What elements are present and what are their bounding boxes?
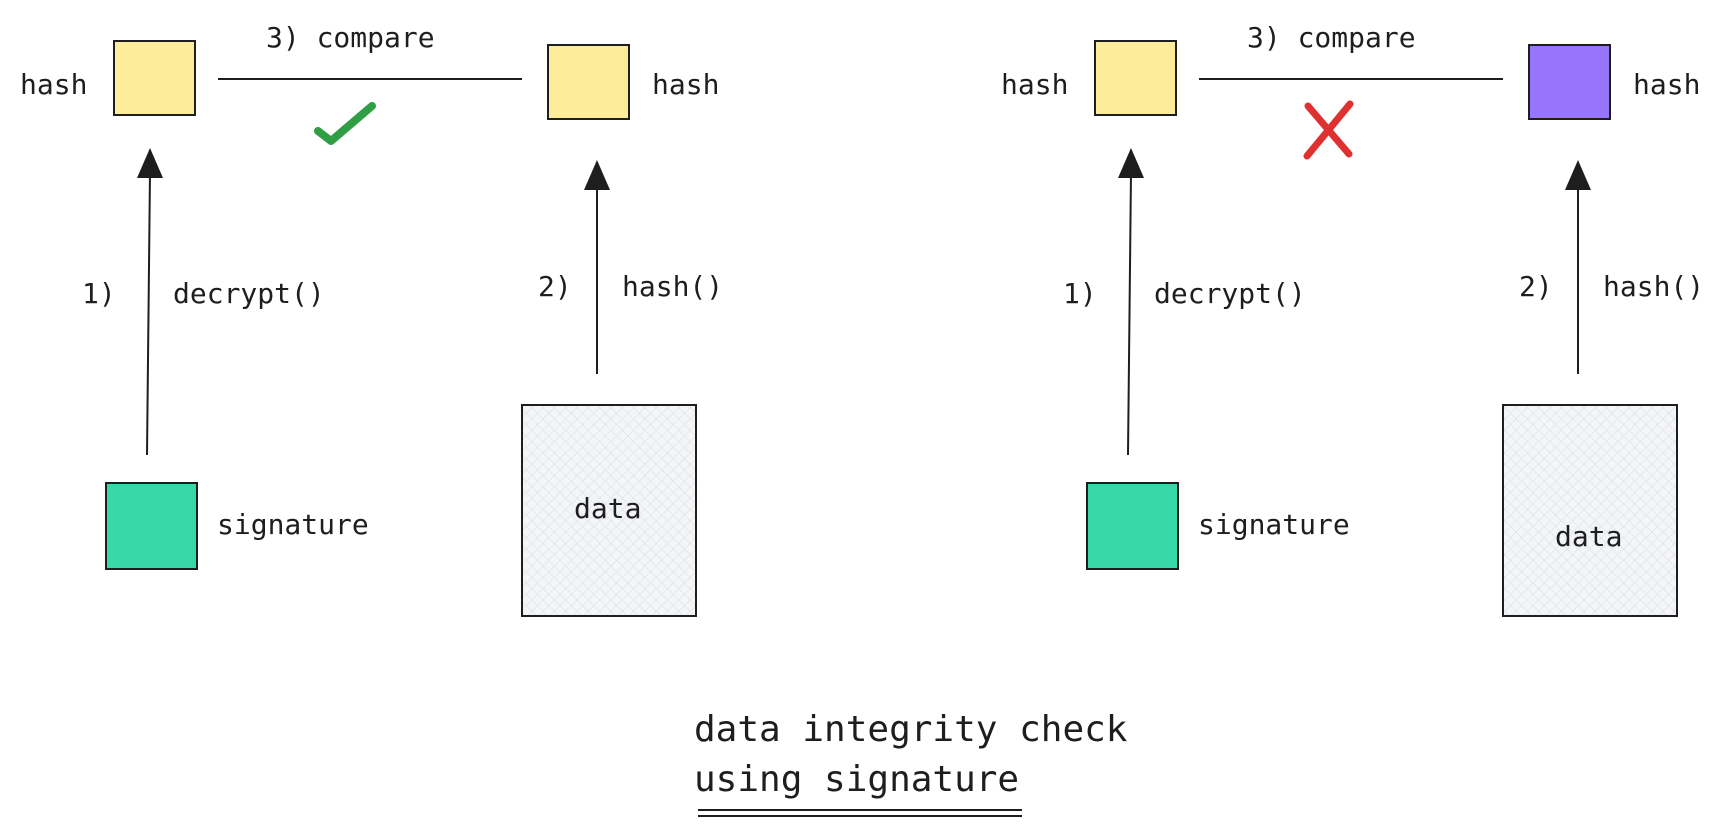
right-decrypt-arrowhead bbox=[1118, 148, 1144, 178]
right-step1-label: decrypt() bbox=[1154, 277, 1306, 310]
right-decrypt-arrow bbox=[1127, 171, 1132, 456]
left-step1-label: decrypt() bbox=[173, 277, 325, 310]
left-data-label: data bbox=[574, 492, 642, 525]
left-hash-box-decrypted bbox=[113, 40, 196, 116]
left-compare-label: 3) compare bbox=[266, 21, 435, 54]
right-signature-box bbox=[1086, 482, 1179, 570]
right-cross-icon bbox=[1303, 100, 1354, 160]
right-step2-label: hash() bbox=[1603, 270, 1705, 303]
right-hash-arrowhead bbox=[1565, 160, 1591, 190]
right-hash-box-computed bbox=[1528, 44, 1611, 120]
left-decrypt-arrowhead bbox=[137, 148, 163, 178]
left-decrypt-arrow bbox=[146, 171, 151, 456]
right-hash-box-decrypted bbox=[1094, 40, 1177, 116]
right-data-hatch bbox=[1504, 406, 1676, 615]
diagram-title-line1: data integrity check bbox=[694, 709, 1128, 750]
left-signature-label: signature bbox=[217, 508, 369, 541]
left-hash-box-computed bbox=[547, 44, 630, 120]
right-signature-label: signature bbox=[1198, 508, 1350, 541]
right-step2-number: 2) bbox=[1519, 270, 1553, 303]
left-step1-number: 1) bbox=[82, 277, 116, 310]
diagram-title-line2: using signature bbox=[694, 759, 1020, 800]
left-hash-label-decrypted: hash bbox=[20, 68, 88, 101]
right-compare-label: 3) compare bbox=[1247, 21, 1416, 54]
left-step2-number: 2) bbox=[538, 270, 572, 303]
right-hash-label-computed: hash bbox=[1633, 68, 1701, 101]
right-hash-label-decrypted: hash bbox=[1001, 68, 1069, 101]
left-hash-label-computed: hash bbox=[652, 68, 720, 101]
left-hash-arrowhead bbox=[584, 160, 610, 190]
right-data-label: data bbox=[1555, 520, 1623, 553]
left-check-icon bbox=[314, 102, 376, 145]
left-step2-label: hash() bbox=[622, 270, 724, 303]
right-step1-number: 1) bbox=[1063, 277, 1097, 310]
left-data-hatch bbox=[523, 406, 695, 615]
left-signature-box bbox=[105, 482, 198, 570]
